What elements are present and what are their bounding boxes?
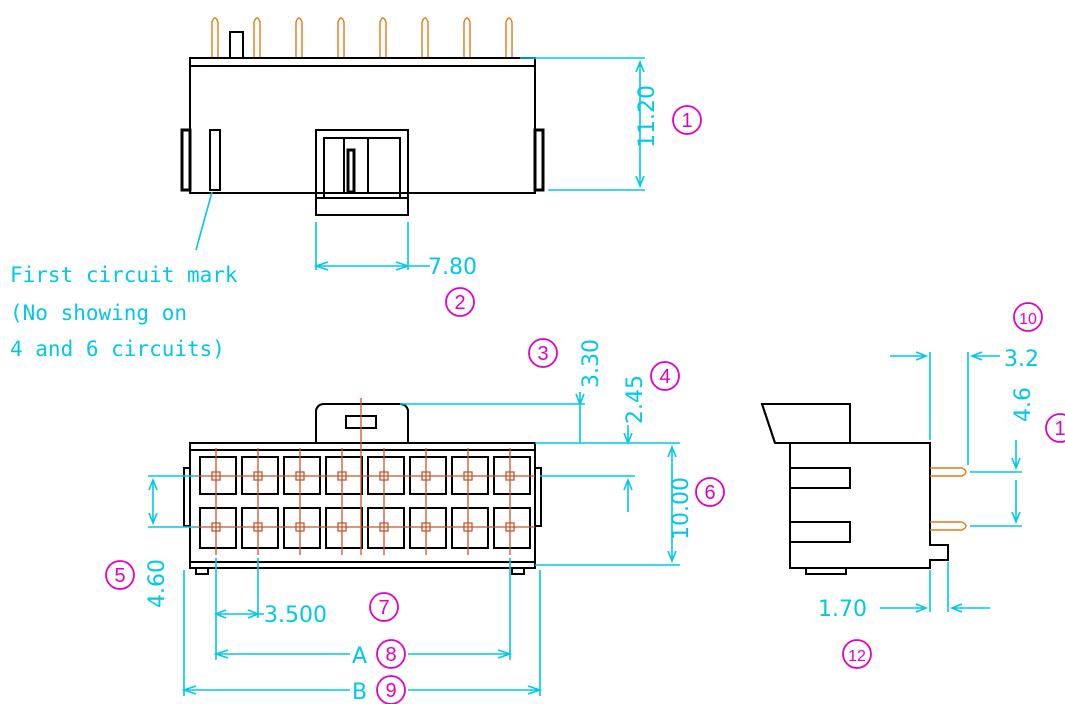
dim-label-2-45: 2.45 (623, 375, 648, 424)
dim-2-45 (535, 425, 680, 512)
svg-text:6: 6 (704, 482, 715, 504)
dim-1-70 (880, 562, 990, 613)
note-line-2: (No showing on (10, 301, 187, 325)
dim-10-00 (535, 444, 680, 566)
dim-label-10-00: 10.00 (669, 477, 694, 540)
note-line-3: 4 and 6 circuits) (10, 337, 225, 361)
dim-label-3-2: 3.2 (1004, 347, 1039, 372)
front-view (148, 392, 680, 696)
dim-label-b: B (352, 680, 367, 704)
callout-2: 2 (445, 287, 475, 317)
dim-4-60 (148, 475, 196, 528)
svg-text:2: 2 (454, 292, 465, 314)
top-view-body (189, 57, 536, 194)
dim-7-80 (313, 222, 430, 271)
svg-text:10: 10 (1019, 311, 1037, 328)
dim-4-6 (970, 440, 1022, 527)
dim-label-3-30: 3.30 (579, 339, 604, 388)
dim-3-2 (890, 351, 1000, 465)
svg-text:12: 12 (848, 648, 866, 665)
svg-text:4: 4 (659, 366, 670, 388)
dim-a (213, 558, 513, 660)
terminal-pins (195, 398, 535, 555)
svg-text:1: 1 (1054, 418, 1065, 440)
dim-3-30 (400, 392, 585, 443)
cavity-row-bottom (199, 507, 531, 549)
callout-5: 5 (105, 560, 135, 590)
callout-4: 4 (650, 361, 680, 391)
dim-label-7-80: 7.80 (428, 255, 477, 280)
dim-3-500 (213, 558, 264, 660)
callout-12: 12 (842, 639, 872, 669)
svg-text:3: 3 (537, 343, 548, 365)
callout-1: 1 (672, 105, 702, 135)
callout-6: 6 (695, 477, 725, 507)
svg-text:7: 7 (378, 597, 389, 619)
dim-label-4-60: 4.60 (145, 559, 170, 608)
top-view-latch (315, 129, 409, 216)
svg-text:8: 8 (385, 644, 396, 666)
dim-label-3-500: 3.500 (264, 603, 327, 628)
svg-text:9: 9 (385, 680, 396, 702)
first-circuit-leader (195, 191, 213, 251)
top-view (180, 17, 645, 271)
callout-10: 10 (1013, 302, 1043, 332)
dim-label-1-70: 1.70 (818, 597, 867, 622)
callout-11: 1 (1045, 413, 1065, 443)
svg-text:5: 5 (114, 565, 125, 587)
dim-11-20 (520, 57, 645, 191)
side-view (760, 351, 1022, 613)
note-line-1: First circuit mark (10, 263, 238, 287)
dim-label-11-20: 11.20 (635, 85, 660, 148)
callout-9: 9 (376, 675, 406, 704)
dim-label-4-6: 4.6 (1011, 387, 1036, 422)
callout-7: 7 (369, 592, 399, 622)
svg-text:1: 1 (681, 110, 692, 132)
callout-8: 8 (376, 639, 406, 669)
dim-label-a: A (352, 644, 367, 669)
callout-3: 3 (528, 338, 558, 368)
top-view-pins (211, 17, 513, 59)
dim-b (181, 570, 543, 696)
